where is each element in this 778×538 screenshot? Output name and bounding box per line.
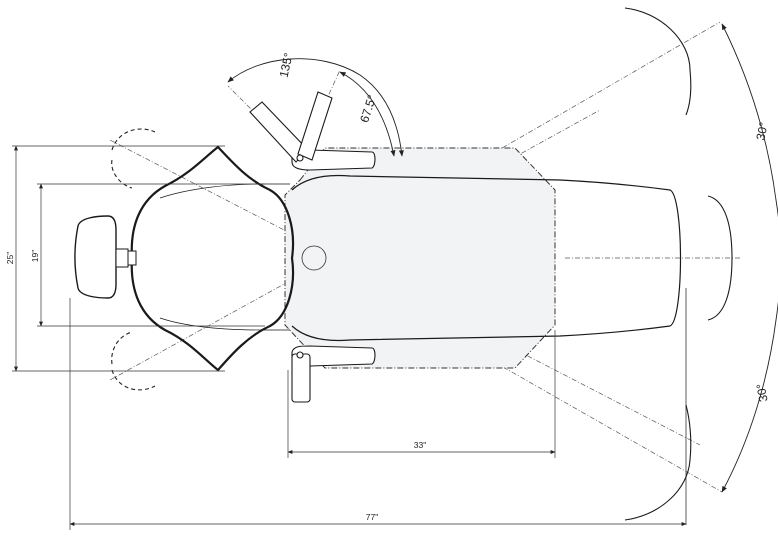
label-33-in: 33" [414, 440, 426, 450]
label-19-in: 19" [30, 250, 40, 262]
pivot-circle [301, 245, 327, 271]
label-135: 135° [277, 51, 296, 78]
recline-line-top [311, 21, 721, 259]
armrest-top [249, 91, 376, 171]
backrest-inner-bottom [159, 317, 290, 331]
backrest-swing-arcs [111, 128, 156, 391]
recline-arc-bottom [624, 404, 692, 521]
headrest-pad [74, 215, 117, 299]
arc-30-top [721, 23, 778, 259]
dimension-lines [12, 145, 687, 530]
seat-swing-area [284, 147, 556, 369]
swing-line-lower [109, 109, 601, 381]
headrest-stem [115, 248, 129, 268]
label-30-bottom: 30° [754, 382, 771, 403]
label-30-top: 30° [753, 121, 771, 142]
seat-outline [291, 174, 682, 342]
armrest-bottom [291, 345, 376, 403]
label-25-in: 25" [5, 252, 15, 264]
recline-line-bottom [311, 257, 723, 493]
headrest-joint [127, 250, 137, 266]
backrest-swing-arc-top [111, 128, 156, 151]
recline-arc-top [624, 7, 692, 116]
headrest [74, 215, 137, 299]
backrest [130, 145, 295, 372]
label-77-in: 77" [366, 512, 378, 522]
recline-position-arcs [624, 7, 733, 521]
backrest-swing-arc-top-2 [111, 159, 133, 189]
armrest-bottom-down [291, 353, 311, 403]
angle-arcs [227, 23, 778, 493]
backrest-swing-arc-bottom [111, 331, 133, 365]
arc-30-bottom [721, 257, 778, 493]
armrest-bottom-pivot [296, 351, 304, 359]
label-67-5: 67.5° [357, 93, 379, 124]
backrest-swing-arc-bottom-2 [111, 369, 156, 391]
arc-67 [339, 71, 396, 157]
armrest-top-pivot [296, 154, 304, 162]
